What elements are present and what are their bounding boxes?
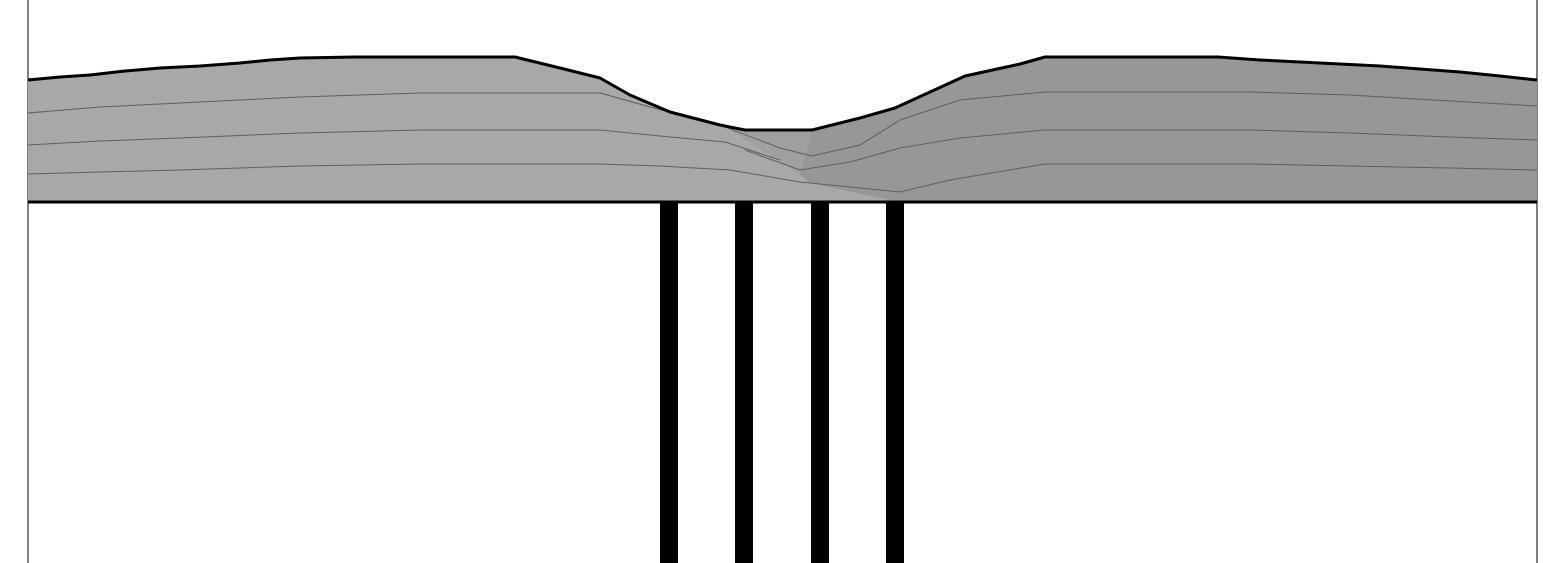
left-bedding-lines [27,92,801,183]
left-bedding-line-1 [27,92,721,126]
pillar-4 [886,202,904,563]
left-bedding-line-3 [27,163,801,183]
left-layer-block [28,57,895,201]
right-bedding-line-1 [719,91,1538,157]
pillar-3 [811,202,829,563]
pillar-2 [735,202,753,563]
right-bedding-line-2 [744,129,1538,171]
right-bedding-line-3 [799,163,1538,193]
top-surface-outline [27,55,1538,132]
left-bedding-line-2 [27,129,781,161]
right-bedding-lines [719,91,1538,193]
right-layer-block [800,57,1537,201]
pillar-1 [660,202,678,563]
